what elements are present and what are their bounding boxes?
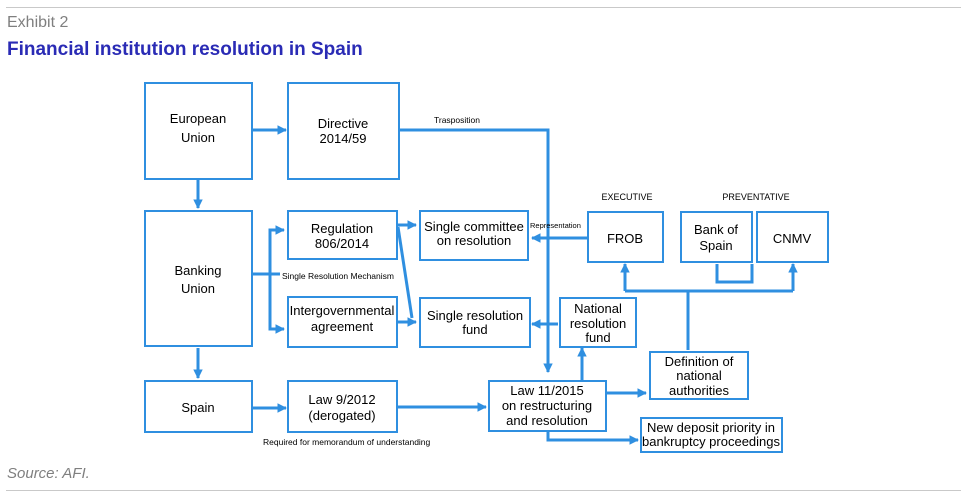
node-regulation-line-2: 806/2014 [315, 236, 369, 251]
bottom-rule [6, 490, 961, 491]
node-national-fund-line-2: resolution [570, 316, 626, 331]
node-single-fund-line-1: Single resolution [427, 308, 523, 323]
node-definition: Definition of national authorities [649, 351, 749, 400]
page-title: Financial institution resolution in Spai… [7, 39, 363, 60]
node-law-11-2015-line-3: and resolution [506, 413, 588, 428]
node-definition-line-1: Definition of [665, 354, 734, 369]
node-deposit-priority-line-1: New deposit priority in [647, 420, 775, 435]
node-national-fund: National resolution fund [559, 297, 637, 348]
node-banking-union: Banking Union [144, 210, 253, 347]
arrow-law11-to-deposit [546, 430, 639, 445]
node-law-9-2012-line-2: (derogated) [308, 408, 375, 423]
node-bank-of-spain-line-2: Spain [699, 238, 732, 253]
node-deposit-priority-line-2: bankruptcy proceedings [642, 434, 781, 449]
node-bank-of-spain: Bank of Spain [680, 211, 753, 263]
exhibit-label: Exhibit 2 [7, 14, 69, 31]
node-directive-line-1: Directive [318, 116, 369, 131]
node-banking-union-line-1: Banking [175, 263, 222, 278]
arrow-banking-union-to-intergov [268, 274, 285, 334]
node-cnmv-line-1: CNMV [773, 231, 812, 246]
node-law-11-2015-line-1: Law 11/2015 [510, 383, 584, 398]
label-executive: EXECUTIVE [601, 192, 652, 202]
connectors [193, 125, 798, 445]
top-rule [6, 7, 961, 8]
node-frob: FROB [587, 211, 664, 263]
node-national-fund-line-3: fund [585, 330, 610, 345]
arrow-banking-union-to-regulation [252, 225, 285, 276]
node-law-9-2012: Law 9/2012 (derogated) [287, 380, 398, 433]
node-deposit-priority: New deposit priority in bankruptcy proce… [640, 417, 783, 453]
source-note: Source: AFI. [7, 465, 90, 482]
node-single-committee: Single committee on resolution [419, 210, 529, 261]
node-law-11-2015: Law 11/2015 on restructuring and resolut… [488, 380, 607, 432]
node-regulation: Regulation 806/2014 [287, 210, 398, 260]
node-definition-line-3: authorities [669, 383, 729, 398]
node-intergov-line-2: agreement [311, 319, 374, 334]
node-law-11-2015-line-2: on restructuring [502, 398, 592, 413]
node-bank-of-spain-line-1: Bank of [694, 222, 738, 237]
node-single-fund-line-2: fund [462, 322, 487, 337]
node-law-9-2012-line-1: Law 9/2012 [308, 392, 375, 407]
arrow-trasposition [400, 128, 553, 373]
node-frob-line-1: FROB [607, 231, 643, 246]
label-preventative: PREVENTATIVE [722, 192, 789, 202]
node-intergov: Intergovernmental agreement [287, 296, 398, 348]
node-directive: Directive 2014/59 [287, 82, 400, 180]
node-intergov-line-1: Intergovernmental [290, 303, 395, 318]
arrow-regulation-to-fund [396, 226, 414, 319]
node-cnmv: CNMV [756, 211, 829, 263]
label-srm: Single Resolution Mechanism [282, 271, 394, 281]
node-single-committee-line-2: on resolution [437, 233, 511, 248]
node-eu: European Union [144, 82, 253, 180]
node-spain-line-1: Spain [181, 400, 214, 415]
label-representation: Representation [530, 221, 581, 230]
node-banking-union-line-2: Union [181, 281, 215, 296]
node-single-fund: Single resolution fund [419, 297, 531, 348]
node-eu-line-2: Union [181, 130, 215, 145]
node-single-committee-line-1: Single committee [424, 219, 524, 234]
link-bos-cnmv [715, 264, 754, 284]
node-directive-line-2: 2014/59 [320, 131, 367, 146]
label-mou: Required for memorandum of understanding [263, 437, 431, 447]
node-spain: Spain [144, 380, 253, 433]
node-eu-line-1: European [170, 111, 226, 126]
label-trasposition: Trasposition [434, 115, 480, 125]
node-regulation-line-1: Regulation [311, 221, 373, 236]
node-definition-line-2: national [676, 368, 722, 383]
node-national-fund-line-1: National [574, 301, 622, 316]
